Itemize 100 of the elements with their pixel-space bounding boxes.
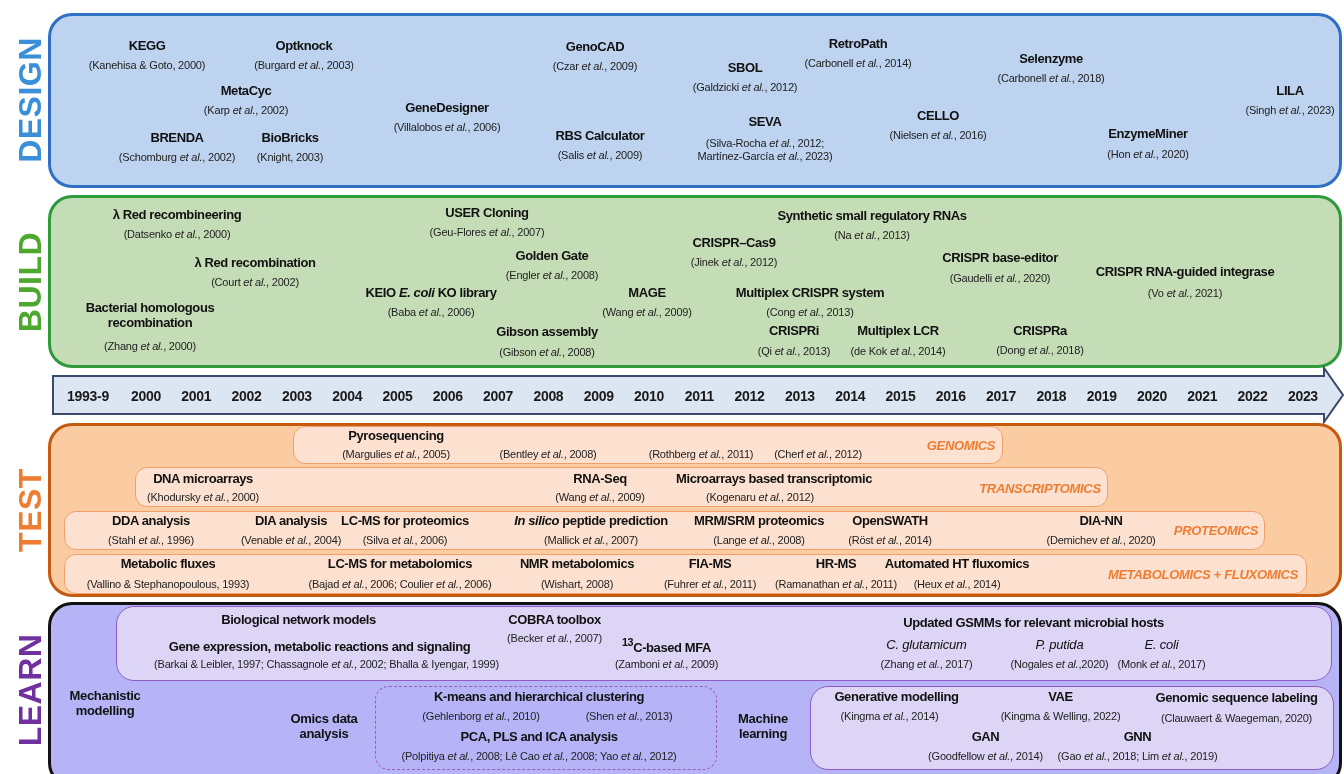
citation: (Lange et al., 2008) [713,533,805,547]
method-name: LC-MS for metabolomics [327,556,473,572]
method-name: GeneDesigner [405,100,489,116]
category-panel [64,554,1307,594]
citation: (Cong et al., 2013) [766,305,854,319]
year-label: 2017 [986,387,1017,405]
citation: (Wishart, 2008) [540,577,614,591]
citation: (Datsenko et al., 2000) [123,227,231,241]
method-name: Gene expression, metabolic reactions and signaling [168,639,471,654]
citation: (Hon et al., 2020) [1107,147,1189,161]
citation: (Venable et al., 2004) [240,533,342,547]
modelling-panel [810,686,1334,770]
category-panel [64,511,1265,550]
method-name: $^{13}$C-based MFA [621,635,712,656]
citation: (Silva-Rocha et al., 2012; Martínez-García et al., 2023) [696,137,834,163]
method-name: Generative modelling [834,689,959,704]
year-label: 2000 [131,387,161,405]
citation: (Villalobos et al., 2006) [393,120,501,134]
citation: (Nielsen et al., 2016) [889,128,987,142]
year-label: 2019 [1086,387,1117,405]
species-name: P. putida [1035,637,1084,652]
year-label: 2023 [1287,387,1318,405]
citation: (Na et al., 2013) [834,228,910,242]
method-name: MetaCyc [220,83,272,99]
modelling-panel [116,606,1332,681]
citation: (Zhang et al., 2000) [104,339,196,353]
year-label: 1993-9 [67,387,109,405]
method-name: PCA, PLS and ICA analysis [460,729,618,745]
method-name: CRISPRa [1013,323,1067,339]
citation: (Demichev et al., 2020) [1046,533,1156,547]
citation: (Ramanathan et al., 2011) [775,577,897,591]
citation: (Geu-Flores et al., 2007) [429,225,545,239]
citation: (Cherf et al., 2012) [774,447,862,461]
year-label: 2015 [885,387,916,405]
category-label: METABOLOMICS + FLUXOMICS [1107,567,1299,583]
method-name: DIA-NN [1079,513,1123,529]
method-name: GAN [971,729,1000,744]
year-label: 2011 [684,387,714,405]
year-label: 2016 [935,387,966,405]
category-panel [135,467,1108,507]
year-label: 2008 [533,387,564,405]
method-name: LILA [1276,83,1304,99]
method-name: RBS Calculator [555,128,645,144]
group-panel [375,686,717,770]
citation: (Burgard et al., 2003) [254,58,354,72]
method-name: MAGE [628,285,666,301]
method-name: Updated GSMMs for relevant microbial hosts [903,615,1164,630]
year-label: 2009 [583,387,614,405]
method-name: EnzymeMiner [1108,126,1188,142]
citation: (Gibson et al., 2008) [499,345,595,359]
method-name: CRISPRi [769,323,819,339]
category-label: GENOMICS [926,438,996,454]
section-label: Omics data analysis [289,712,359,742]
method-name: DIA analysis [255,513,327,529]
citation: (Kingma et al., 2014) [840,709,939,722]
citation: (Engler et al., 2008) [505,268,599,282]
method-name: BRENDA [150,130,204,146]
citation: (Silva et al., 2006) [362,533,448,547]
method-name: MRM/SRM proteomics [694,513,824,529]
citation: (de Kok et al., 2014) [850,344,946,358]
citation: (Carbonell et al., 2018) [997,71,1105,85]
method-name: Pyrosequencing [348,428,444,444]
method-name: Gibson assembly [496,324,598,340]
citation: (Fuhrer et al., 2011) [663,577,757,591]
citation: (Vo et al., 2021) [1147,286,1223,300]
method-name: CRISPR base-editor [942,250,1058,266]
method-name: RetroPath [828,36,888,52]
method-name: Optknock [275,38,333,54]
year-label: 2013 [784,387,815,405]
phase-label: TEST [11,468,49,552]
citation: (Gehlenborg et al., 2010) [422,709,540,723]
method-name: GenoCAD [565,39,625,55]
species-name: C. glutamicum [886,637,967,652]
method-name: KEIO E. coli KO library [365,285,497,301]
citation: (Barkai & Leibler, 1997; Chassagnole et al., 2002; Bhalla & Iyengar, 1999) [154,657,499,670]
year-label: 2005 [382,387,413,405]
citation: (Schomburg et al., 2002) [118,150,236,164]
method-name: COBRA toolbox [508,612,601,627]
year-label: 2012 [734,387,765,405]
year-label: 2002 [231,387,262,405]
citation: (Mallick et al., 2007) [543,533,639,547]
species-name: E. coli [1144,637,1179,652]
citation: (Khodursky et al., 2000) [147,490,259,504]
citation: (Zamboni et al., 2009) [614,657,719,670]
year-label: 2014 [835,387,866,405]
citation: (Galdzicki et al., 2012) [692,80,798,94]
method-name: CRISPR–Cas9 [692,235,776,251]
category-label: TRANSCRIPTOMICS [979,481,1101,497]
citation: (Becker et al., 2007) [507,631,602,644]
method-name: DNA microarrays [153,471,253,487]
category-label: PROTEOMICS [1173,523,1259,539]
citation: (Bentley et al., 2008) [499,447,597,461]
citation: (Jinek et al., 2012) [690,255,778,269]
category-panel [293,426,1003,464]
citation: (Wang et al., 2009) [555,490,645,504]
method-name: LC-MS for proteomics [341,513,469,529]
method-name: Metabolic fluxes [120,556,216,572]
method-name: USER Cloning [445,205,529,221]
method-name: λ Red recombineering [112,207,242,223]
method-name: BioBricks [261,130,319,146]
